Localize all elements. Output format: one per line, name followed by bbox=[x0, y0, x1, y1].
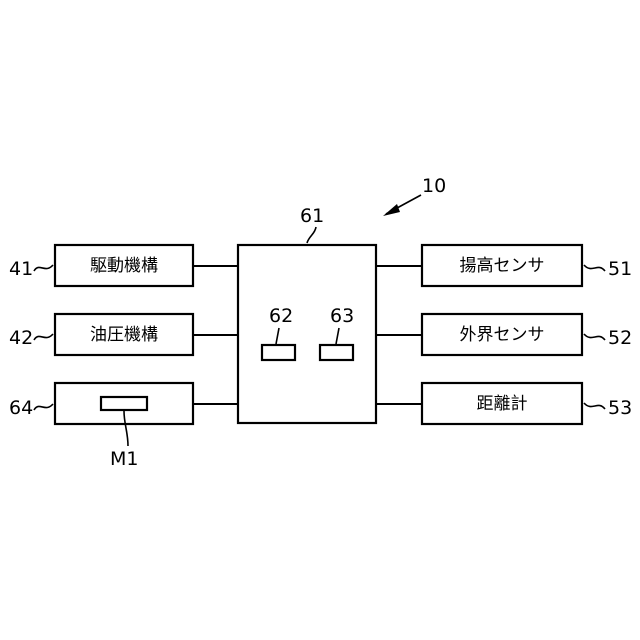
hydraulic-mechanism-ref-leader bbox=[34, 334, 53, 340]
external-sensor-ref-leader bbox=[584, 334, 605, 340]
right-block-external-sensor: 外界センサ 52 bbox=[376, 314, 632, 355]
sub-unit-62-box bbox=[262, 345, 295, 360]
right-block-lift-height-sensor: 揚高センサ 51 bbox=[376, 245, 632, 286]
controller-ref-label: 61 bbox=[300, 205, 324, 227]
memory-m1-label: M1 bbox=[110, 448, 138, 470]
drive-mechanism-label: 駆動機構 bbox=[90, 256, 158, 276]
external-sensor-ref: 52 bbox=[608, 327, 632, 349]
memory-m1-box bbox=[101, 397, 147, 410]
left-block-storage: M1 64 bbox=[9, 383, 238, 470]
system-ref-label: 10 bbox=[422, 175, 446, 197]
sub-unit-63-label: 63 bbox=[330, 305, 354, 327]
lift-height-sensor-label: 揚高センサ bbox=[460, 256, 545, 276]
lift-height-sensor-ref: 51 bbox=[608, 258, 632, 280]
controller-box bbox=[238, 245, 376, 423]
distance-meter-ref-leader bbox=[584, 403, 605, 409]
controller-block: 61 62 63 bbox=[238, 205, 376, 423]
storage-ref: 64 bbox=[9, 397, 33, 419]
hydraulic-mechanism-ref: 42 bbox=[9, 327, 33, 349]
storage-ref-leader bbox=[34, 404, 53, 410]
lift-height-sensor-ref-leader bbox=[584, 265, 605, 271]
system-reference: 10 bbox=[383, 175, 446, 216]
left-block-drive-mechanism: 駆動機構 41 bbox=[9, 245, 238, 286]
sub-unit-63-box bbox=[320, 345, 353, 360]
external-sensor-label: 外界センサ bbox=[460, 325, 545, 345]
right-block-distance-meter: 距離計 53 bbox=[376, 383, 632, 424]
drive-mechanism-ref-leader bbox=[34, 265, 53, 271]
left-block-hydraulic-mechanism: 油圧機構 42 bbox=[9, 314, 238, 355]
system-ref-arrowhead bbox=[383, 204, 400, 216]
hydraulic-mechanism-label: 油圧機構 bbox=[90, 325, 158, 345]
controller-ref-leader bbox=[307, 227, 316, 243]
sub-unit-62-label: 62 bbox=[269, 305, 293, 327]
drive-mechanism-ref: 41 bbox=[9, 258, 33, 280]
distance-meter-label: 距離計 bbox=[477, 394, 528, 414]
distance-meter-ref: 53 bbox=[608, 397, 632, 419]
